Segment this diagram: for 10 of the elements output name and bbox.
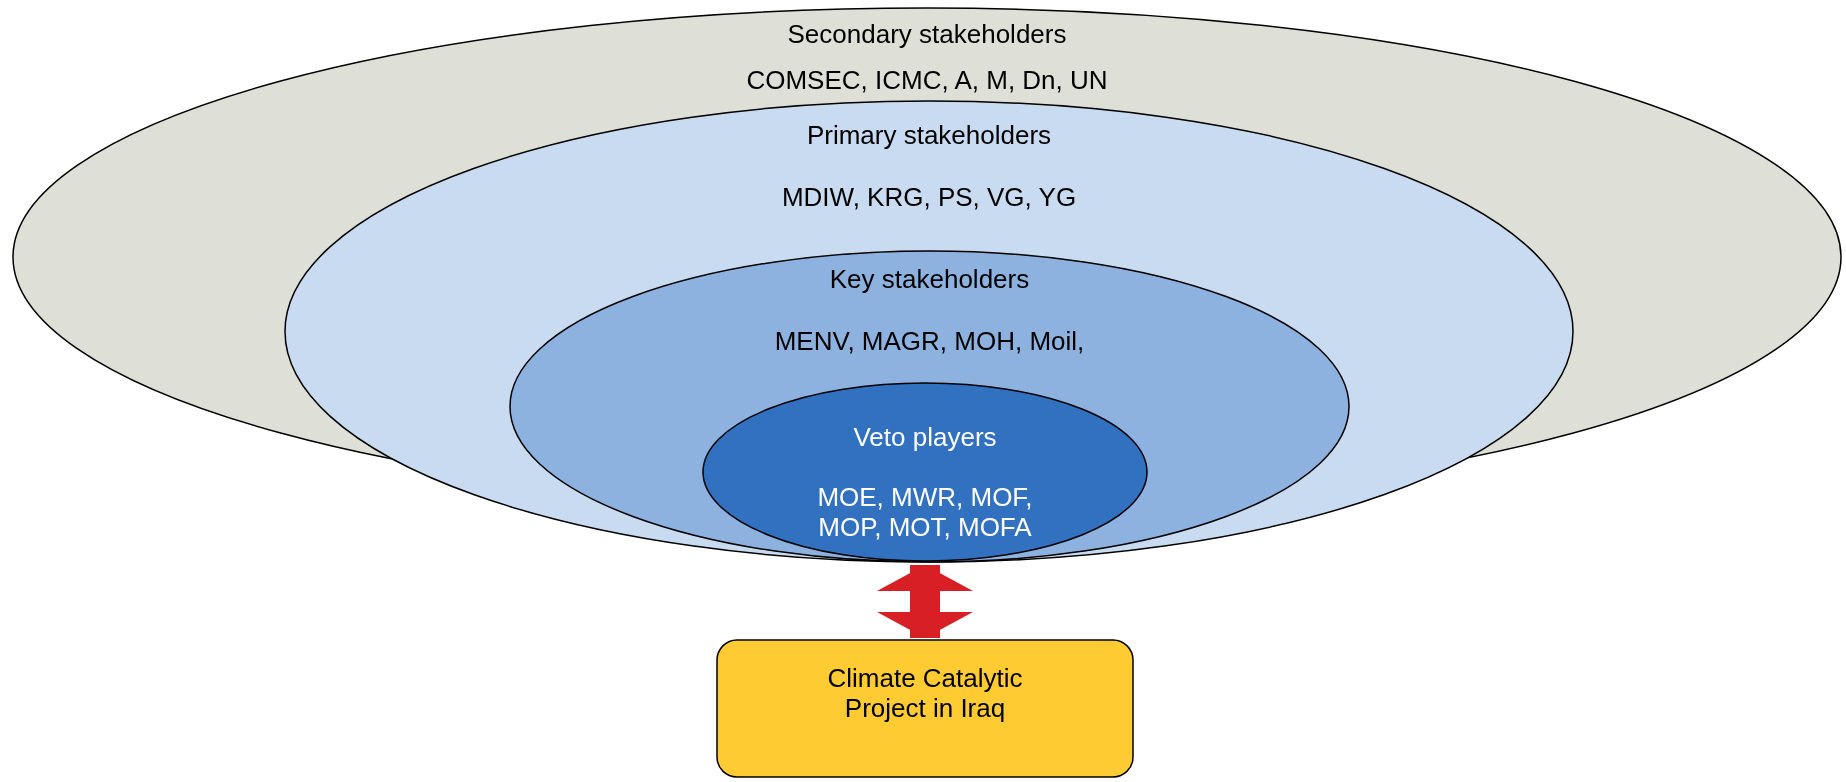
group-heading: Primary stakeholders (806, 120, 1052, 150)
group-heading: Secondary stakeholders (787, 19, 1067, 49)
group-heading: Climate Catalytic Project in Iraq (826, 663, 1024, 723)
group-heading: Veto players (853, 422, 997, 452)
member-list: COMSEC, ICMC, A, M, Dn, UN (746, 65, 1108, 95)
member-list: MENV, MAGR, MOH, Moil, (774, 326, 1085, 356)
member-list: MDIW, KRG, PS, VG, YG (781, 182, 1077, 212)
group-heading: Key stakeholders (829, 264, 1030, 294)
member-list: MOE, MWR, MOF, MOP, MOT, MOFA (785, 482, 1065, 542)
double-arrow (877, 565, 973, 638)
